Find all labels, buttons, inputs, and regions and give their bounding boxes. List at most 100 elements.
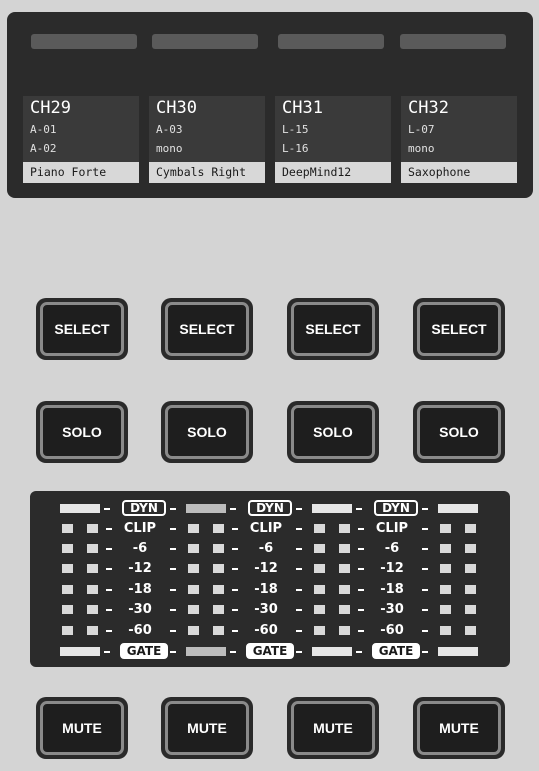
meter-level-label: -60 — [128, 623, 152, 638]
solo-button-ch32[interactable]: SOLO — [413, 401, 505, 463]
select-button-ch31[interactable]: SELECT — [287, 298, 379, 360]
meter-led — [87, 605, 98, 614]
meter-led — [62, 564, 73, 573]
meter-led — [314, 605, 325, 614]
top-indicator-bar — [278, 34, 384, 49]
meter-led — [62, 626, 73, 635]
channel-number: CH32 — [408, 98, 449, 118]
dyn-label: DYN — [122, 500, 166, 516]
meter-led — [339, 626, 350, 635]
meter-led — [339, 564, 350, 573]
channel-input-1: A-03 — [156, 123, 183, 136]
channel-input-1: L-15 — [282, 123, 309, 136]
channel-strip-ch30: CH30 A-03 mono Cymbals Right — [149, 96, 265, 183]
meter-led — [339, 585, 350, 594]
channel-input-2: mono — [408, 142, 435, 155]
meter-level-label: -18 — [128, 582, 152, 597]
meter-led — [188, 544, 199, 553]
meter-led — [440, 524, 451, 533]
mute-button-ch30[interactable]: MUTE — [161, 697, 253, 759]
channel-input-2: L-16 — [282, 142, 309, 155]
meter-led — [87, 585, 98, 594]
meter-led — [465, 524, 476, 533]
solo-button-ch30[interactable]: SOLO — [161, 401, 253, 463]
mute-button-ch31[interactable]: MUTE — [287, 697, 379, 759]
meter-row-30: -30 -30 -30 — [30, 602, 510, 618]
meter-row-clip: CLIP CLIP CLIP — [30, 521, 510, 537]
meter-level-label: CLIP — [375, 521, 409, 536]
channel-number: CH31 — [282, 98, 323, 118]
gate-label: GATE — [246, 643, 294, 659]
gate-label: GATE — [120, 643, 168, 659]
meter-led — [465, 564, 476, 573]
meter-led — [188, 524, 199, 533]
channel-number: CH29 — [30, 98, 71, 118]
dyn-indicator — [438, 504, 478, 513]
solo-button-ch29[interactable]: SOLO — [36, 401, 128, 463]
meter-led — [188, 564, 199, 573]
dyn-indicator — [186, 504, 226, 513]
mute-button-ch29[interactable]: MUTE — [36, 697, 128, 759]
meter-led — [87, 524, 98, 533]
meter-level-label: -30 — [128, 602, 152, 617]
meter-row-60: -60 -60 -60 — [30, 623, 510, 639]
meter-led — [440, 605, 451, 614]
gate-indicator — [186, 647, 226, 656]
meter-led — [87, 544, 98, 553]
meter-level-label: -18 — [380, 582, 404, 597]
meter-led — [339, 524, 350, 533]
top-indicator-bar — [400, 34, 506, 49]
meter-row-12: -12 -12 -12 — [30, 561, 510, 577]
meter-led — [213, 605, 224, 614]
meter-row-6: -6 -6 -6 — [30, 541, 510, 557]
meter-led — [213, 626, 224, 635]
meter-led — [62, 524, 73, 533]
meter-led — [62, 544, 73, 553]
channel-display: CH29 A-01 A-02 Piano Forte CH30 A-03 mon… — [7, 12, 533, 198]
meter-led — [62, 605, 73, 614]
channel-input-1: A-01 — [30, 123, 57, 136]
meter-led — [188, 585, 199, 594]
channel-input-2: A-02 — [30, 142, 57, 155]
meter-led — [188, 626, 199, 635]
meter-level-label: -12 — [380, 561, 404, 576]
meter-led — [339, 544, 350, 553]
meter-led — [314, 524, 325, 533]
dyn-label: DYN — [248, 500, 292, 516]
meter-led — [213, 585, 224, 594]
meter-led — [339, 605, 350, 614]
meter-led — [213, 564, 224, 573]
meter-level-label: CLIP — [123, 521, 157, 536]
meter-led — [87, 626, 98, 635]
meter-level-label: CLIP — [249, 521, 283, 536]
meter-led — [314, 626, 325, 635]
mute-button-ch32[interactable]: MUTE — [413, 697, 505, 759]
meter-led — [213, 544, 224, 553]
gate-label: GATE — [372, 643, 420, 659]
meter-led — [440, 564, 451, 573]
meter-level-label: -12 — [254, 561, 278, 576]
meter-led — [314, 544, 325, 553]
gate-indicator — [60, 647, 100, 656]
gate-row: GATE GATE GATE — [30, 643, 510, 660]
meter-led — [465, 605, 476, 614]
meter-led — [465, 544, 476, 553]
gate-indicator — [438, 647, 478, 656]
meter-row-18: -18 -18 -18 — [30, 582, 510, 598]
channel-number: CH30 — [156, 98, 197, 118]
select-button-ch29[interactable]: SELECT — [36, 298, 128, 360]
meter-level-label: -6 — [132, 541, 148, 556]
meter-level-label: -60 — [380, 623, 404, 638]
top-indicator-bar — [31, 34, 137, 49]
channel-input-2: mono — [156, 142, 183, 155]
meter-level-label: -18 — [254, 582, 278, 597]
dyn-indicator — [60, 504, 100, 513]
select-button-ch30[interactable]: SELECT — [161, 298, 253, 360]
meter-led — [188, 605, 199, 614]
meter-level-label: -6 — [258, 541, 274, 556]
solo-button-ch31[interactable]: SOLO — [287, 401, 379, 463]
select-button-ch32[interactable]: SELECT — [413, 298, 505, 360]
dyn-label: DYN — [374, 500, 418, 516]
meter-led — [465, 585, 476, 594]
top-indicator-bar — [152, 34, 258, 49]
